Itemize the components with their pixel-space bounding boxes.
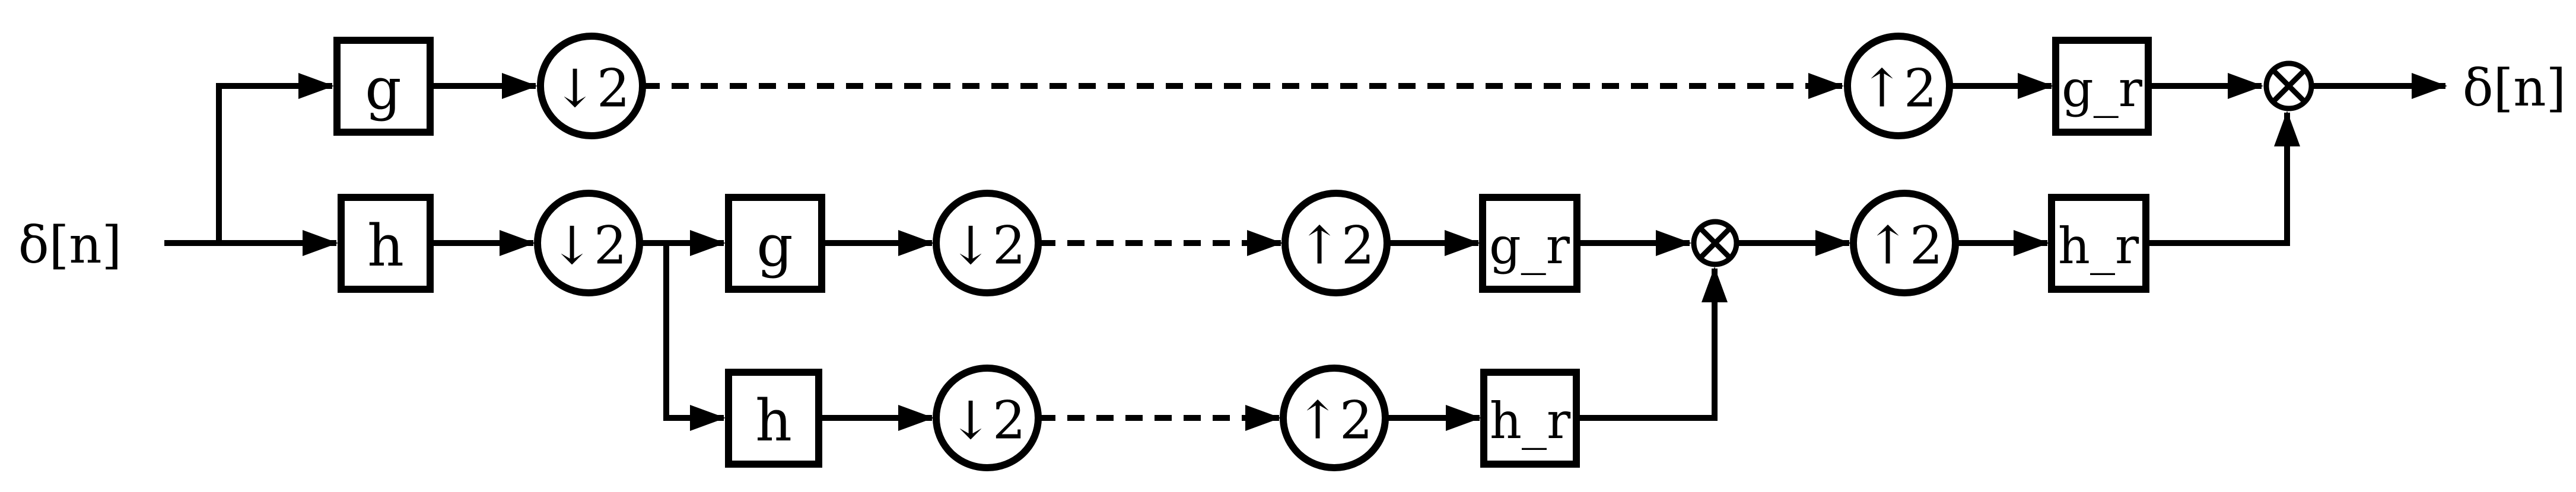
h-box-label: h: [755, 388, 792, 454]
downsampler-label: ↓2: [550, 215, 627, 276]
upsampler-label: ↑2: [1860, 58, 1937, 119]
downsampler-label: ↓2: [949, 215, 1026, 276]
filter-box-gr-mid: g_r: [1479, 194, 1580, 293]
upsampler-label: ↑2: [1296, 390, 1373, 451]
h-box-rect: [725, 369, 822, 468]
filter-box-g-top: g: [333, 37, 434, 136]
hr-box-label: h_r: [1490, 392, 1571, 450]
gr-box-label: g_r: [1489, 217, 1570, 275]
circled-times-icon-top: [2263, 60, 2314, 111]
multiplier-x-stroke: [2270, 68, 2307, 104]
filter-box-gr-top: g_r: [2052, 37, 2152, 136]
wire-hr2-elbow-to-mult2: [1576, 267, 1728, 421]
upsampler-bottom: ↑2: [1280, 365, 1389, 471]
circled-times-icon-mid: [1691, 219, 1739, 267]
g-box-label: g: [756, 213, 793, 279]
hr-box-label: h_r: [2058, 217, 2139, 275]
input-signal-label: δ[n]: [18, 216, 122, 275]
h-box-label: h: [367, 213, 404, 279]
upsampler-label: ↑2: [1297, 215, 1375, 276]
gr-box-rect: [1479, 194, 1580, 293]
filter-box-h-bottom: h: [725, 369, 822, 468]
upsampler-top: ↑2: [1844, 33, 1953, 139]
output-signal-label: δ[n]: [2463, 59, 2566, 118]
filter-box-hr-bottom: h_r: [1480, 369, 1580, 468]
wire-branch-down-to-h2: [663, 243, 726, 431]
downsampler-top: ↓2: [537, 33, 646, 139]
downsampler-mid-1: ↓2: [534, 190, 643, 296]
filter-box-h-mid: h: [338, 194, 434, 293]
gr-box-rect: [2052, 37, 2152, 136]
multiplier-x-stroke: [1697, 225, 1733, 261]
wire-hr1-elbow-to-mult1: [2146, 111, 2300, 246]
downsampler-bottom: ↓2: [933, 365, 1042, 471]
filter-box-g-mid: g: [725, 194, 825, 293]
wire-branch-up-to-g: [216, 73, 334, 243]
downsampler-label: ↓2: [949, 390, 1026, 451]
downsampler-mid-2: ↓2: [933, 190, 1042, 296]
g-box-label: g: [365, 56, 401, 122]
upsampler-mid-1: ↑2: [1281, 190, 1391, 296]
gr-box-label: g_r: [2062, 60, 2143, 118]
upsampler-label: ↑2: [1866, 215, 1943, 276]
downsampler-label: ↓2: [553, 58, 630, 119]
filter-box-hr-mid: h_r: [2048, 194, 2149, 293]
upsampler-mid-2: ↑2: [1850, 190, 1959, 296]
